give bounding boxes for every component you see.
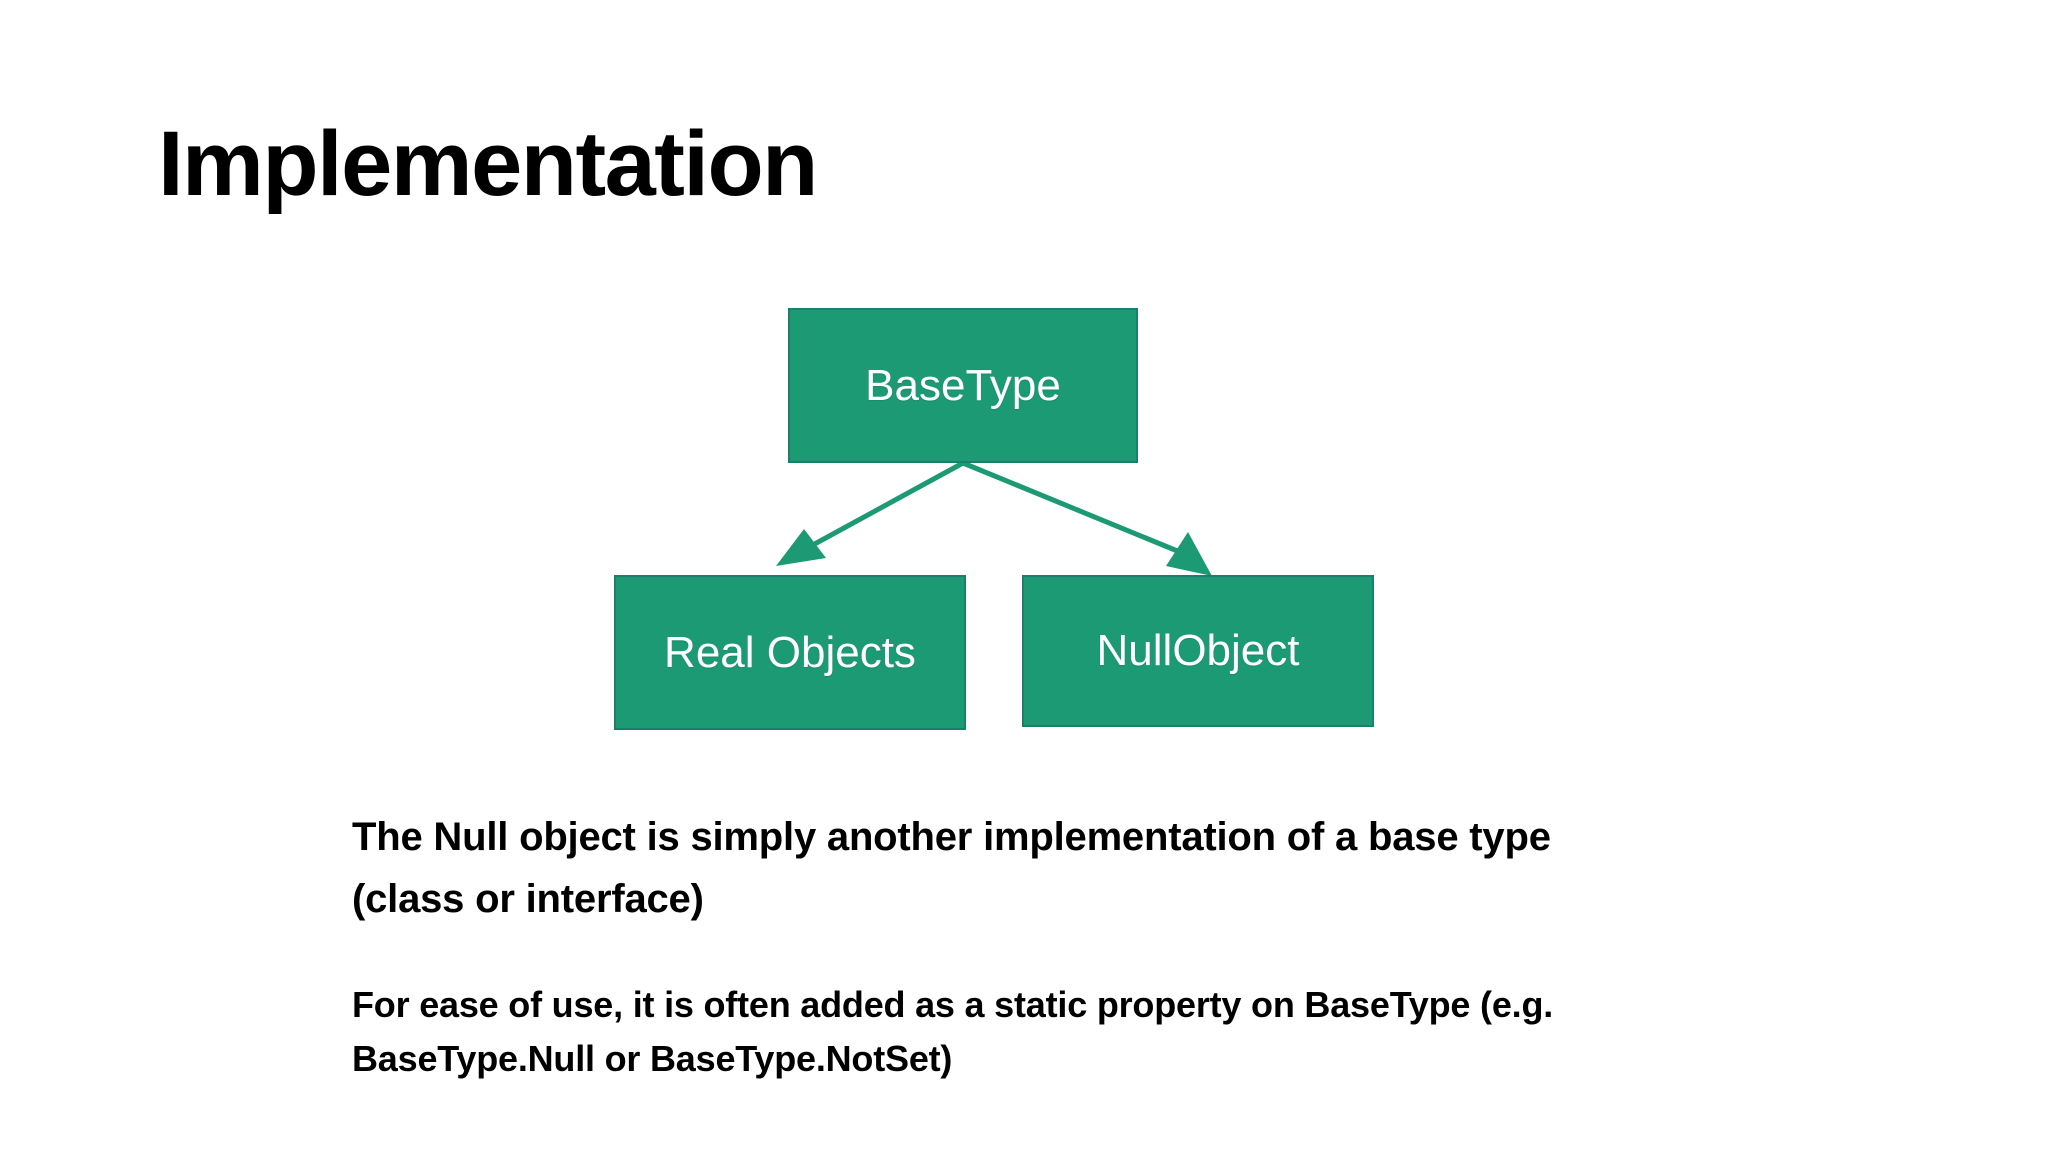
edge-basetype-to-realobjects — [776, 460, 965, 566]
page-title: Implementation — [158, 113, 818, 215]
body-paragraph-2: For ease of use, it is often added as a … — [352, 984, 1554, 1079]
diagram-node-label: Real Objects — [664, 627, 916, 677]
edge-basetype-to-nullobject — [962, 460, 1212, 576]
diagram-node-basetype[interactable]: BaseType — [788, 308, 1138, 463]
diagram-node-label: NullObject — [1096, 626, 1300, 675]
diagram-node-real-objects[interactable]: Real Objects — [614, 575, 966, 730]
body-paragraph-1: The Null object is simply another implem… — [352, 815, 1551, 921]
diagram-node-label: BaseType — [865, 360, 1061, 410]
diagram-node-nullobject[interactable]: NullObject — [1022, 575, 1374, 727]
